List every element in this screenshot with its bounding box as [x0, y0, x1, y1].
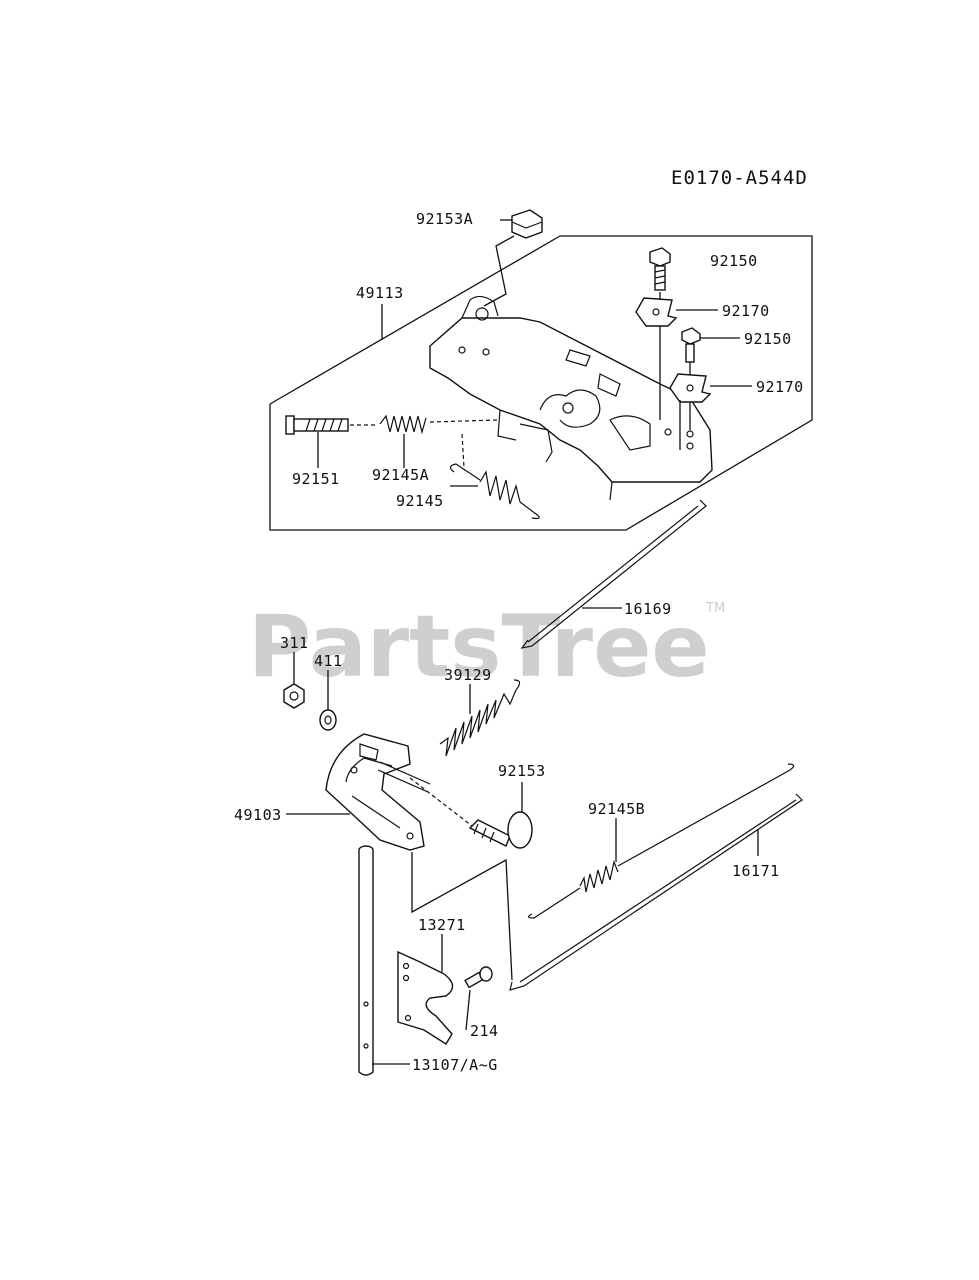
bolt-92150-lower-part	[681, 327, 701, 363]
label-92145: 92145	[396, 492, 444, 510]
label-92150-upper: 92150	[710, 252, 758, 270]
spring-92145-part	[449, 463, 540, 520]
diagram-code: E0170-A544D	[671, 167, 808, 189]
watermark-brand: PartsTree	[248, 597, 710, 697]
bolt-214-part	[464, 966, 493, 989]
nut-311-part	[283, 683, 305, 709]
clamp-92170-upper-part	[635, 297, 678, 327]
label-214: 214	[470, 1022, 499, 1040]
label-92153A: 92153A	[416, 210, 473, 228]
clamp-92170-lower-part	[669, 373, 712, 403]
bolt-92153-part	[468, 811, 533, 849]
label-92145A: 92145A	[372, 466, 429, 484]
label-92150-lower: 92150	[744, 330, 792, 348]
label-92153: 92153	[498, 762, 546, 780]
label-49103: 49103	[234, 806, 282, 824]
label-16169: 16169	[624, 600, 672, 618]
label-92170-lower: 92170	[756, 378, 804, 396]
nut-92153A-part	[511, 209, 543, 239]
lever-49103-part	[325, 733, 431, 851]
label-13107: 13107/A~G	[412, 1056, 498, 1074]
rod-16171-part	[509, 793, 803, 991]
label-92145B: 92145B	[588, 800, 645, 818]
washer-411-part	[319, 709, 337, 731]
bolt-92150-upper-part	[649, 247, 671, 291]
spring-92145B-part	[527, 763, 795, 919]
label-411: 411	[314, 652, 343, 670]
spring-39129-part	[439, 679, 521, 757]
label-39129: 39129	[444, 666, 492, 684]
bolt-92151-part	[285, 415, 349, 435]
label-311: 311	[280, 634, 309, 652]
rod-16169-part	[520, 499, 707, 649]
label-16171: 16171	[732, 862, 780, 880]
label-92151: 92151	[292, 470, 340, 488]
watermark-trademark: TM	[705, 601, 725, 616]
bracket-13271-part	[397, 950, 454, 1045]
assembly-boundary	[269, 235, 813, 531]
label-92170-upper: 92170	[722, 302, 770, 320]
label-49113: 49113	[356, 284, 404, 302]
control-plate-part	[429, 295, 713, 501]
spring-92145A-part	[379, 414, 427, 435]
label-13271: 13271	[418, 916, 466, 934]
shaft-13107-part	[358, 845, 374, 1076]
